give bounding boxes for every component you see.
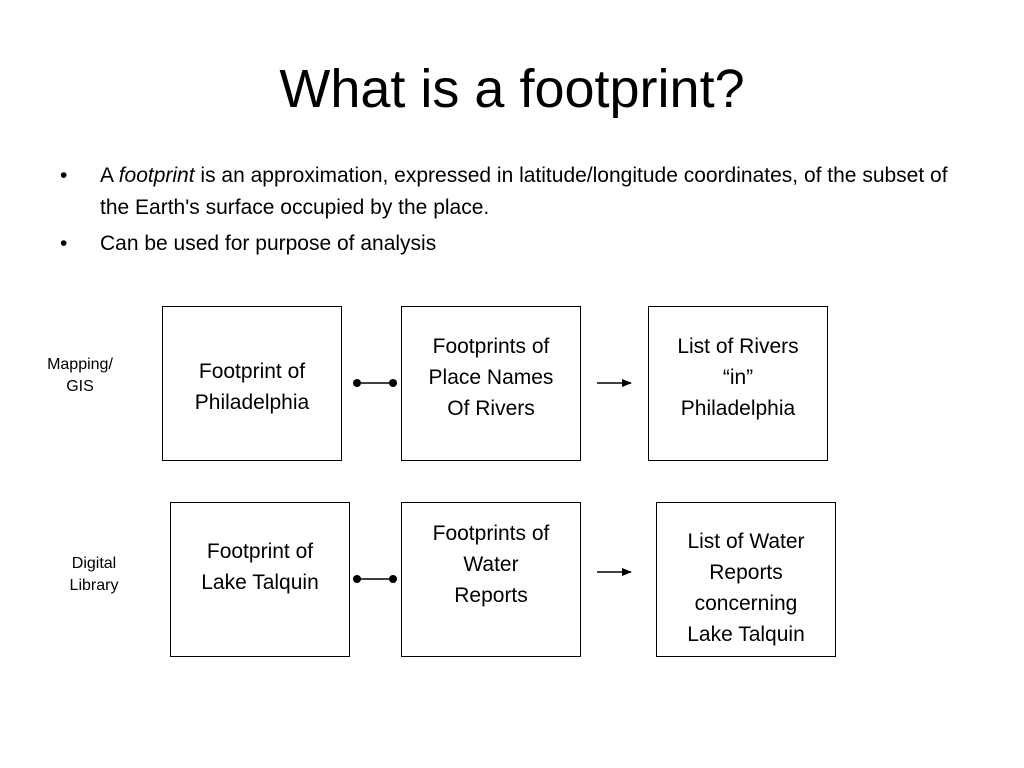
link-connector-row2 [353,575,397,583]
box-text: Footprints of Place Names Of Rivers [428,335,554,420]
bullet-icon: • [60,232,68,255]
box-text: Footprints of Water Reports [432,522,550,607]
bullet-item-definition: • A footprint is an approximation, expre… [60,160,980,224]
box-footprints-water-reports: Footprints of Water Reports [401,502,581,657]
link-connector-row1 [353,379,397,387]
box-text: List of Rivers “in” Philadelphia [677,335,799,420]
bullet-rest: is an approximation, expressed in latitu… [100,164,948,219]
row-label-mapping-gis: Mapping/ GIS [47,356,113,395]
box-text: Footprint of Philadelphia [194,360,310,414]
box-footprint-philadelphia: Footprint of Philadelphia [162,306,342,461]
bullet-text: Can be used for purpose of analysis [100,232,437,255]
bullet-emphasis: footprint [118,164,195,187]
bullet-item-analysis: • Can be used for purpose of analysis [60,228,980,260]
box-footprint-lake-talquin: Footprint of Lake Talquin [170,502,350,657]
bullet-icon: • [60,164,68,187]
box-list-water-reports-lake-talquin: List of Water Reports concerning Lake Ta… [656,502,836,657]
box-footprints-place-names-rivers: Footprints of Place Names Of Rivers [401,306,581,461]
slide-title: What is a footprint? [279,59,745,119]
row-label-digital-library: Digital Library [69,555,119,594]
bullet-list: • A footprint is an approximation, expre… [60,160,980,264]
box-text: List of Water Reports concerning Lake Ta… [687,530,805,646]
box-list-rivers-philadelphia: List of Rivers “in” Philadelphia [648,306,828,461]
box-text: Footprint of Lake Talquin [201,540,319,594]
bullet-prefix: A [100,164,119,187]
